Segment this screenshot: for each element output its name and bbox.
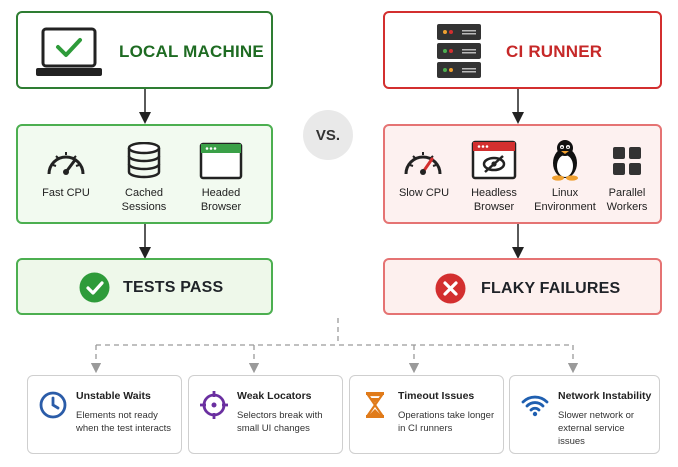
cause-title: Network Instability [558,390,652,402]
ci-runner-box: CI RUNNER [383,11,662,89]
feature-label: Linux Environment [534,187,596,213]
vs-badge: VS. [303,110,353,160]
cause-desc: Elements not ready when the test interac… [76,410,172,434]
cause-card-unstable-waits: Unstable Waits Elements not ready when t… [27,375,182,454]
cause-card-timeout-issues: Timeout Issues Operations take longer in… [349,375,504,454]
cause-desc: Selectors break with small UI changes [237,410,323,434]
browser-window-icon [199,142,243,180]
cause-title: Timeout Issues [398,390,475,402]
cause-desc: Slower network or external service issue… [558,410,635,447]
flaky-failures-label: FLAKY FAILURES [481,280,621,297]
check-circle-icon [79,272,110,303]
hourglass-icon [365,392,385,418]
cause-desc: Operations take longer in CI runners [398,410,495,434]
feature-label: Slow CPU [398,187,450,199]
cause-title: Weak Locators [237,390,312,402]
laptop-icon [36,27,102,76]
feature-label: Headed Browser [200,187,242,213]
linux-penguin-icon [552,140,578,181]
local-features-box: Fast CPU Cached Sessions Headed Browser [16,124,273,224]
error-x-icon [435,273,466,304]
cause-card-network-instability: Network Instability Slower network or ex… [509,375,660,454]
feature-label: Fast CPU [42,187,90,199]
clock-icon [39,391,67,419]
cause-card-weak-locators: Weak Locators Selectors break with small… [188,375,343,454]
local-machine-box: LOCAL MACHINE [16,11,273,89]
server-rack-icon [437,24,481,78]
grid-icon [613,147,641,175]
speedometer-fast-icon [47,152,85,175]
ci-features-box: Slow CPU Headless Browser Linux Environm… [383,124,662,224]
database-icon [127,142,161,179]
tests-pass-box: TESTS PASS [16,258,273,315]
feature-label: Headless Browser [471,187,517,213]
speedometer-slow-icon [404,152,442,175]
flaky-failures-box: FLAKY FAILURES [383,258,662,315]
tests-pass-label: TESTS PASS [123,279,224,296]
wifi-icon [521,395,549,417]
cause-title: Unstable Waits [76,390,151,402]
feature-label: Cached Sessions [121,187,167,213]
crosshair-icon [200,391,228,419]
ci-runner-title: CI RUNNER [506,42,603,61]
local-machine-title: LOCAL MACHINE [119,42,264,61]
feature-label: Parallel Workers [606,187,648,213]
headless-browser-icon [471,140,517,180]
